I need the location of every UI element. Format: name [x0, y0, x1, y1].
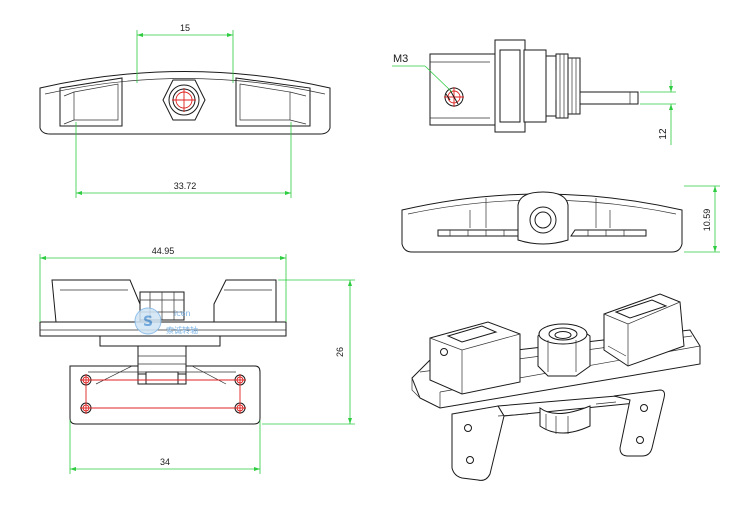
- watermark-logo: S: [134, 307, 162, 335]
- dim-34-label: 34: [160, 457, 170, 467]
- dim-44-95-label: 44.95: [152, 246, 175, 256]
- dim-33-72-label: 33.72: [174, 181, 197, 191]
- isometric-view: [411, 293, 701, 481]
- watermark-latin: icen: [174, 309, 191, 318]
- m3-label: M3: [393, 53, 408, 65]
- dim-10-59-label: 10.59: [702, 209, 712, 232]
- dim-26-label: 26: [335, 347, 345, 357]
- watermark-text: 索诚转轴: [166, 325, 198, 335]
- front-view: 44.95 26 34 S icen 索诚转轴: [39, 246, 355, 474]
- side-view: M3 12: [392, 39, 676, 145]
- dim-12-label: 12: [658, 128, 669, 140]
- plan-view: 10.59: [401, 185, 720, 253]
- svg-text:S: S: [143, 314, 153, 330]
- top-view: 15 33.72: [39, 23, 331, 198]
- dim-15-label: 15: [180, 23, 190, 33]
